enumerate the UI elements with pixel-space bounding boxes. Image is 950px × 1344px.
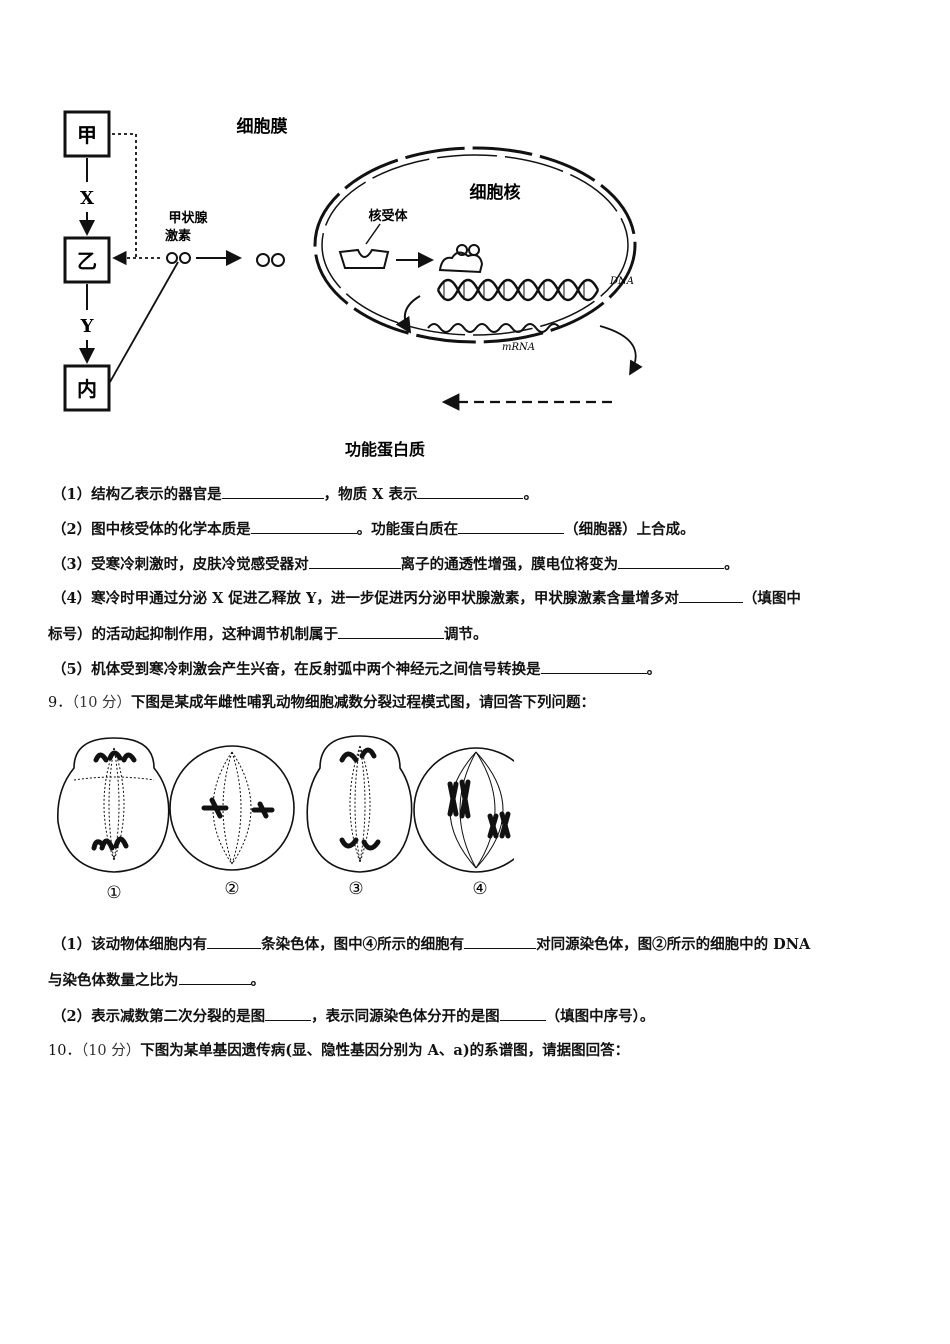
cell-label-1: ① xyxy=(106,883,121,903)
q8-s3-b: 离子的通透性增强，膜电位将变为 xyxy=(400,556,619,573)
cell-label-3: ③ xyxy=(348,879,363,899)
cell-3 xyxy=(306,735,413,873)
q9-s1-a: （1）该动物体细胞内有 xyxy=(52,936,208,953)
q10-title: 10．（10 分）下图为某单基因遗传病(显、隐性基因分别为 A、a)的系谱图，请… xyxy=(48,1041,629,1061)
q9-text: 下图是某成年雌性哺乳动物细胞减数分裂过程模式图，请回答下列问题： xyxy=(131,694,596,711)
q8-sub5: （5）机体受到寒冷刺激会产生兴奋，在反射弧中两个神经元之间信号转换是 。 xyxy=(52,659,661,680)
cell-label-4: ④ xyxy=(472,879,487,899)
cell-label-2: ② xyxy=(224,879,239,899)
answer-blank[interactable] xyxy=(178,970,251,985)
q9-s1-d: 与染色体数量之比为 xyxy=(48,972,179,989)
answer-blank[interactable] xyxy=(417,484,524,499)
q8-s2-b: 。功能蛋白质在 xyxy=(356,521,459,538)
box-yi-label: 乙 xyxy=(77,249,97,273)
q10-number: 10． xyxy=(48,1043,81,1059)
q9-s1-c: 对同源染色体，图②所示的细胞中的 DNA xyxy=(536,936,811,953)
q9-sub1-line2: 与染色体数量之比为 。 xyxy=(48,970,265,991)
q8-s5-b: 。 xyxy=(646,661,662,678)
q8-s5-a: （5）机体受到寒冷刺激会产生兴奋，在反射弧中两个神经元之间信号转换是 xyxy=(52,661,541,678)
box-bing-label: 内 xyxy=(77,377,97,401)
q8-sub4-line1: （4）寒冷时甲通过分泌 X 促进乙释放 Y，进一步促进丙分泌甲状腺激素，甲状腺激… xyxy=(52,588,801,609)
q8-s4-c: 标号）的活动起抑制作用，这种调节机制属于 xyxy=(48,626,338,643)
q8-s4-d: 调节。 xyxy=(444,626,488,643)
mrna-strand xyxy=(427,323,561,333)
q8-s3-a: （3）受寒冷刺激时，皮肤冷觉感受器对 xyxy=(52,556,309,573)
box-yi xyxy=(63,236,111,284)
answer-blank[interactable] xyxy=(618,554,725,569)
q8-s4-b: （填图中 xyxy=(742,590,801,607)
q8-sub4-line2: 标号）的活动起抑制作用，这种调节机制属于 调节。 xyxy=(48,624,488,645)
answer-blank[interactable] xyxy=(458,519,565,534)
nuclear-envelope-inner xyxy=(321,154,629,336)
q9-sub1-line1: （1）该动物体细胞内有 条染色体，图中④所示的细胞有 对同源染色体，图②所示的细胞中… xyxy=(52,934,810,955)
nucleus-label: 细胞核 xyxy=(470,182,521,203)
receptor-label: 核受体 xyxy=(368,208,408,224)
answer-blank[interactable] xyxy=(338,624,444,639)
hormone-label-2: 激素 xyxy=(165,228,191,244)
label-y: Y xyxy=(80,316,95,337)
q9-s1-e: 。 xyxy=(250,972,266,989)
q8-s1-b: ，物质 X 表示 xyxy=(323,486,418,503)
q10-text: 下图为某单基因遗传病(显、隐性基因分别为 A、a)的系谱图，请据图回答： xyxy=(140,1042,630,1059)
cell-4 xyxy=(413,747,539,873)
q8-sub1: （1）结构乙表示的器官是 ，物质 X 表示 。 xyxy=(52,484,538,505)
functional-protein-label: 功能蛋白质 xyxy=(345,440,425,459)
q8-s2-c: （细胞器）上合成。 xyxy=(564,521,695,538)
q8-s3-c: 。 xyxy=(724,556,739,573)
q9-s1-b: 条染色体，图中④所示的细胞有 xyxy=(261,936,465,953)
q8-sub3: （3）受寒冷刺激时，皮肤冷觉感受器对 离子的通透性增强，膜电位将变为 。 xyxy=(52,554,739,575)
q9-sub2: （2）表示减数第二次分裂的是图 ，表示同源染色体分开的是图 （填图中序号）。 xyxy=(52,1006,654,1027)
answer-blank[interactable] xyxy=(308,554,401,569)
answer-blank[interactable] xyxy=(540,659,647,674)
box-bing xyxy=(63,364,111,412)
q9-title: 9．（10 分）下图是某成年雌性哺乳动物细胞减数分裂过程模式图，请回答下列问题： xyxy=(48,693,595,713)
answer-blank[interactable] xyxy=(678,588,743,603)
cell-2 xyxy=(169,745,295,871)
meiosis-figure: ① ② ③ ④ xyxy=(44,730,539,906)
answer-blank[interactable] xyxy=(207,934,262,949)
q8-sub2: （2）图中核受体的化学本质是 。功能蛋白质在 （细胞器）上合成。 xyxy=(52,519,695,540)
receptor-shape xyxy=(338,248,390,269)
q8-s1-c: 。 xyxy=(523,486,538,503)
hormone-label-1: 甲状腺 xyxy=(168,210,208,226)
q8-s2-a: （2）图中核受体的化学本质是 xyxy=(52,521,251,538)
cell-membrane-label: 细胞膜 xyxy=(237,116,288,137)
q8-s1-a: （1）结构乙表示的器官是 xyxy=(52,486,222,503)
answer-blank[interactable] xyxy=(221,484,324,499)
q9-number: 9． xyxy=(48,695,72,711)
box-jia-label: 甲 xyxy=(77,123,97,147)
answer-blank[interactable] xyxy=(464,934,537,949)
thyroid-regulation-figure: 甲 乙 内 X Y 甲状腺 激素 细胞膜 细胞核 核受体 xyxy=(40,100,660,470)
box-jia xyxy=(63,110,111,158)
dna-label: DNA xyxy=(609,276,634,287)
cell-1 xyxy=(57,737,170,873)
q9-s2-a: （2）表示减数第二次分裂的是图 xyxy=(52,1008,266,1025)
dna-helix xyxy=(436,278,600,302)
mrna-label: mRNA xyxy=(502,342,535,353)
nuclear-envelope-outer xyxy=(313,146,637,344)
q9-s2-b: ，表示同源染色体分开的是图 xyxy=(311,1008,500,1025)
answer-blank[interactable] xyxy=(250,519,357,534)
answer-blank[interactable] xyxy=(265,1006,312,1021)
q9-s2-c: （填图中序号）。 xyxy=(545,1008,655,1025)
answer-blank[interactable] xyxy=(499,1006,546,1021)
q10-score: （10 分） xyxy=(80,1043,141,1059)
label-x: X xyxy=(80,188,94,209)
q8-s4-a: （4）寒冷时甲通过分泌 X 促进乙释放 Y，进一步促进丙分泌甲状腺激素，甲状腺激… xyxy=(52,590,679,607)
q9-score: （10 分） xyxy=(71,695,132,711)
